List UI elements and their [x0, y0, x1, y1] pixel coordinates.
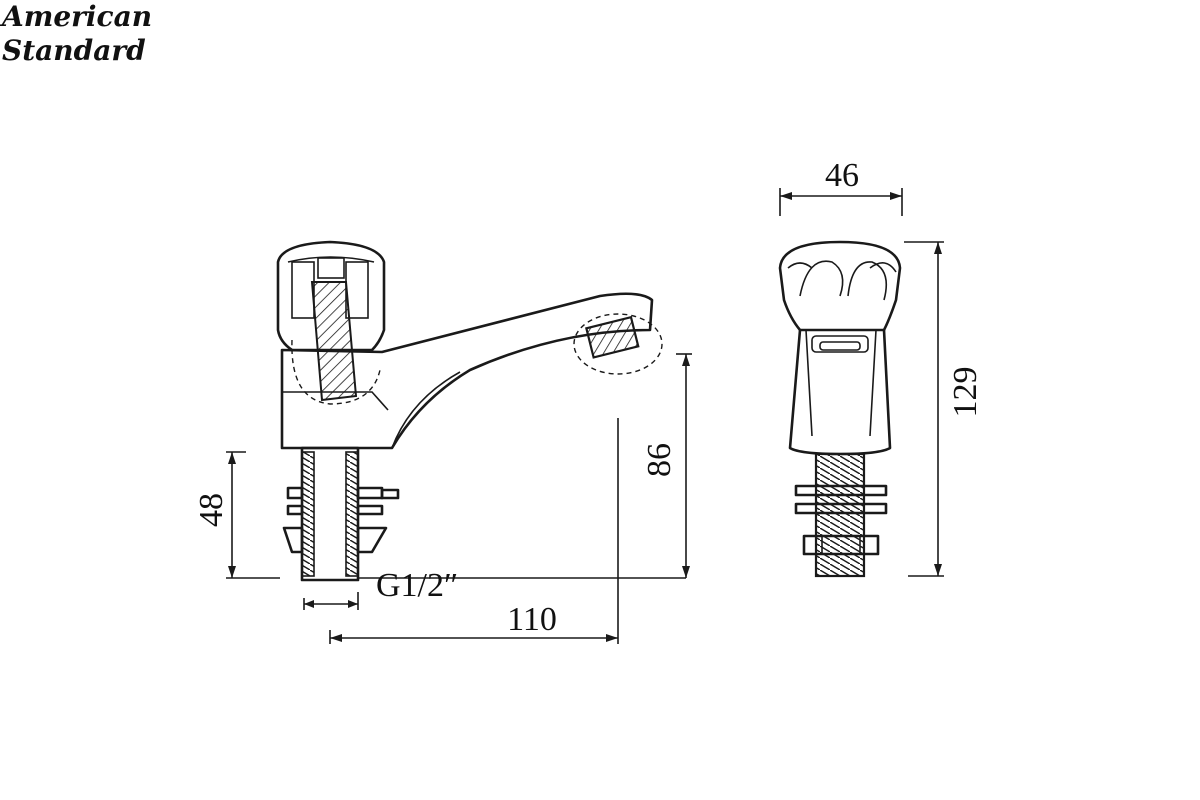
dimension-spout-height: 86 — [641, 353, 692, 578]
tap-front-view — [276, 240, 663, 582]
brand-logo: American Standard — [2, 0, 162, 72]
tap-side-view — [778, 240, 902, 578]
side-threaded-shank — [814, 452, 866, 578]
side-handle-lobe-left — [799, 260, 844, 297]
cartridge-top — [317, 257, 345, 279]
side-handle-ridges — [787, 262, 897, 273]
side-width-label: 46 — [825, 157, 859, 194]
side-handle-lobe-right — [847, 261, 888, 301]
washer-tab — [380, 488, 400, 500]
thread-length-label: 48 — [193, 493, 230, 527]
dimension-side-width: 46 — [779, 157, 903, 216]
washer-left-upper — [286, 486, 304, 500]
side-spout-outlet — [811, 335, 869, 353]
brand-logo-line1: American — [2, 0, 153, 33]
washer-left-mid — [286, 504, 304, 516]
spout-height-label: 86 — [641, 443, 678, 477]
handle-head — [276, 240, 386, 352]
cartridge-left — [291, 261, 315, 319]
handle-cap-line — [287, 256, 375, 263]
brand-logo-line2: Standard — [2, 34, 146, 67]
body-curve-inner — [391, 371, 461, 449]
dimension-spout-reach: 110 — [329, 418, 619, 644]
washer-right-mid — [356, 504, 384, 516]
spindle-section — [310, 281, 358, 402]
nut-left — [282, 526, 304, 554]
side-height-label: 129 — [947, 367, 984, 418]
side-nut — [802, 534, 880, 556]
dimension-side-height: 129 — [904, 241, 984, 577]
valve-detail-circle — [291, 339, 381, 405]
aerator-detail-circle — [573, 313, 663, 375]
dimension-thread-size: G1/2″ — [303, 567, 686, 610]
washer-right-upper — [356, 486, 384, 500]
spout-reach-label: 110 — [507, 601, 557, 638]
side-washer-2 — [794, 502, 888, 515]
thread-size-label: G1/2″ — [376, 567, 458, 604]
side-handle-head — [778, 240, 902, 332]
side-washer-1 — [794, 484, 888, 497]
shank-thread-left — [301, 451, 315, 577]
dimension-thread-length: 48 — [193, 451, 280, 579]
side-outlet-inner — [819, 341, 861, 351]
aerator — [585, 315, 640, 359]
nut-right — [356, 526, 388, 554]
side-body-facets — [805, 329, 877, 437]
body-shoulder-line — [282, 391, 389, 411]
shank-thread-right — [345, 451, 359, 577]
tap-body — [280, 292, 654, 450]
